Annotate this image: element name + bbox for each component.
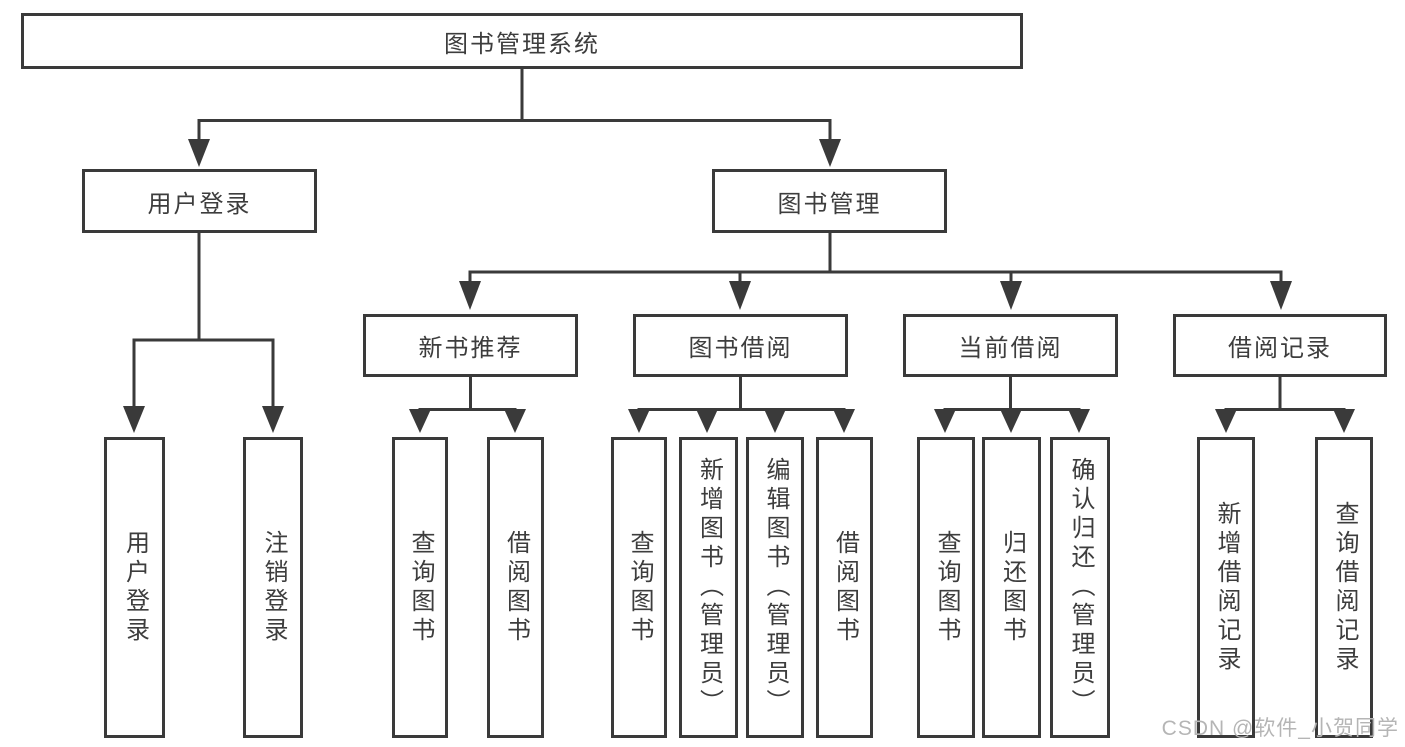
leaf-borrow-books: 借阅图书 bbox=[816, 437, 873, 738]
leaf-edit-book-admin: 编辑图书（管理员） bbox=[746, 437, 804, 738]
node-label: 用户登录 bbox=[121, 529, 149, 646]
leaf-add-book-admin: 新增图书（管理员） bbox=[679, 437, 738, 738]
node-book-borrowing: 图书借阅 bbox=[633, 314, 848, 377]
node-label: 借阅图书 bbox=[502, 529, 530, 646]
leaf-query-books-current: 查询图书 bbox=[917, 437, 975, 738]
leaf-confirm-return-admin: 确认归还（管理员） bbox=[1050, 437, 1110, 738]
node-label: 查询借阅记录 bbox=[1331, 500, 1358, 675]
node-label: 图书管理系统 bbox=[444, 30, 600, 58]
node-label: 查询图书 bbox=[407, 529, 434, 646]
arrowheads bbox=[123, 139, 1355, 433]
leaf-query-books-recommend: 查询图书 bbox=[392, 437, 448, 738]
node-book-management: 图书管理 bbox=[712, 169, 947, 233]
leaf-borrow-books-recommend: 借阅图书 bbox=[487, 437, 544, 738]
node-label: 当前借阅 bbox=[958, 335, 1063, 362]
leaf-user-login: 用户登录 bbox=[104, 437, 165, 738]
leaf-query-borrow-record: 查询借阅记录 bbox=[1315, 437, 1373, 738]
node-label: 查询图书 bbox=[626, 529, 653, 646]
node-label: 编辑图书（管理员） bbox=[762, 457, 789, 718]
csdn-watermark: CSDN @软件_小贺同学 bbox=[1161, 717, 1399, 740]
leaf-add-borrow-record: 新增借阅记录 bbox=[1197, 437, 1255, 738]
node-label: 新书推荐 bbox=[418, 335, 523, 362]
node-label: 借阅图书 bbox=[831, 529, 859, 646]
node-label: 新增借阅记录 bbox=[1213, 500, 1240, 675]
node-label: 图书借阅 bbox=[688, 335, 793, 362]
node-book-management-system: 图书管理系统 bbox=[21, 13, 1023, 69]
node-label: 确认归还（管理员） bbox=[1067, 457, 1094, 718]
node-label: 查询图书 bbox=[933, 529, 960, 646]
node-label: 注销登录 bbox=[260, 529, 287, 646]
node-borrowing-records: 借阅记录 bbox=[1173, 314, 1387, 377]
leaf-logout: 注销登录 bbox=[243, 437, 303, 738]
leaf-query-books-borrow: 查询图书 bbox=[611, 437, 667, 738]
node-label: 借阅记录 bbox=[1228, 335, 1332, 362]
node-label: 图书管理 bbox=[777, 190, 882, 218]
node-user-login: 用户登录 bbox=[82, 169, 317, 233]
node-current-borrowing: 当前借阅 bbox=[903, 314, 1118, 377]
leaf-return-book: 归还图书 bbox=[982, 437, 1041, 738]
node-label: 新增图书（管理员） bbox=[695, 457, 723, 718]
node-label: 用户登录 bbox=[147, 190, 252, 218]
node-new-book-recommend: 新书推荐 bbox=[363, 314, 578, 377]
node-label: 归还图书 bbox=[998, 529, 1026, 646]
